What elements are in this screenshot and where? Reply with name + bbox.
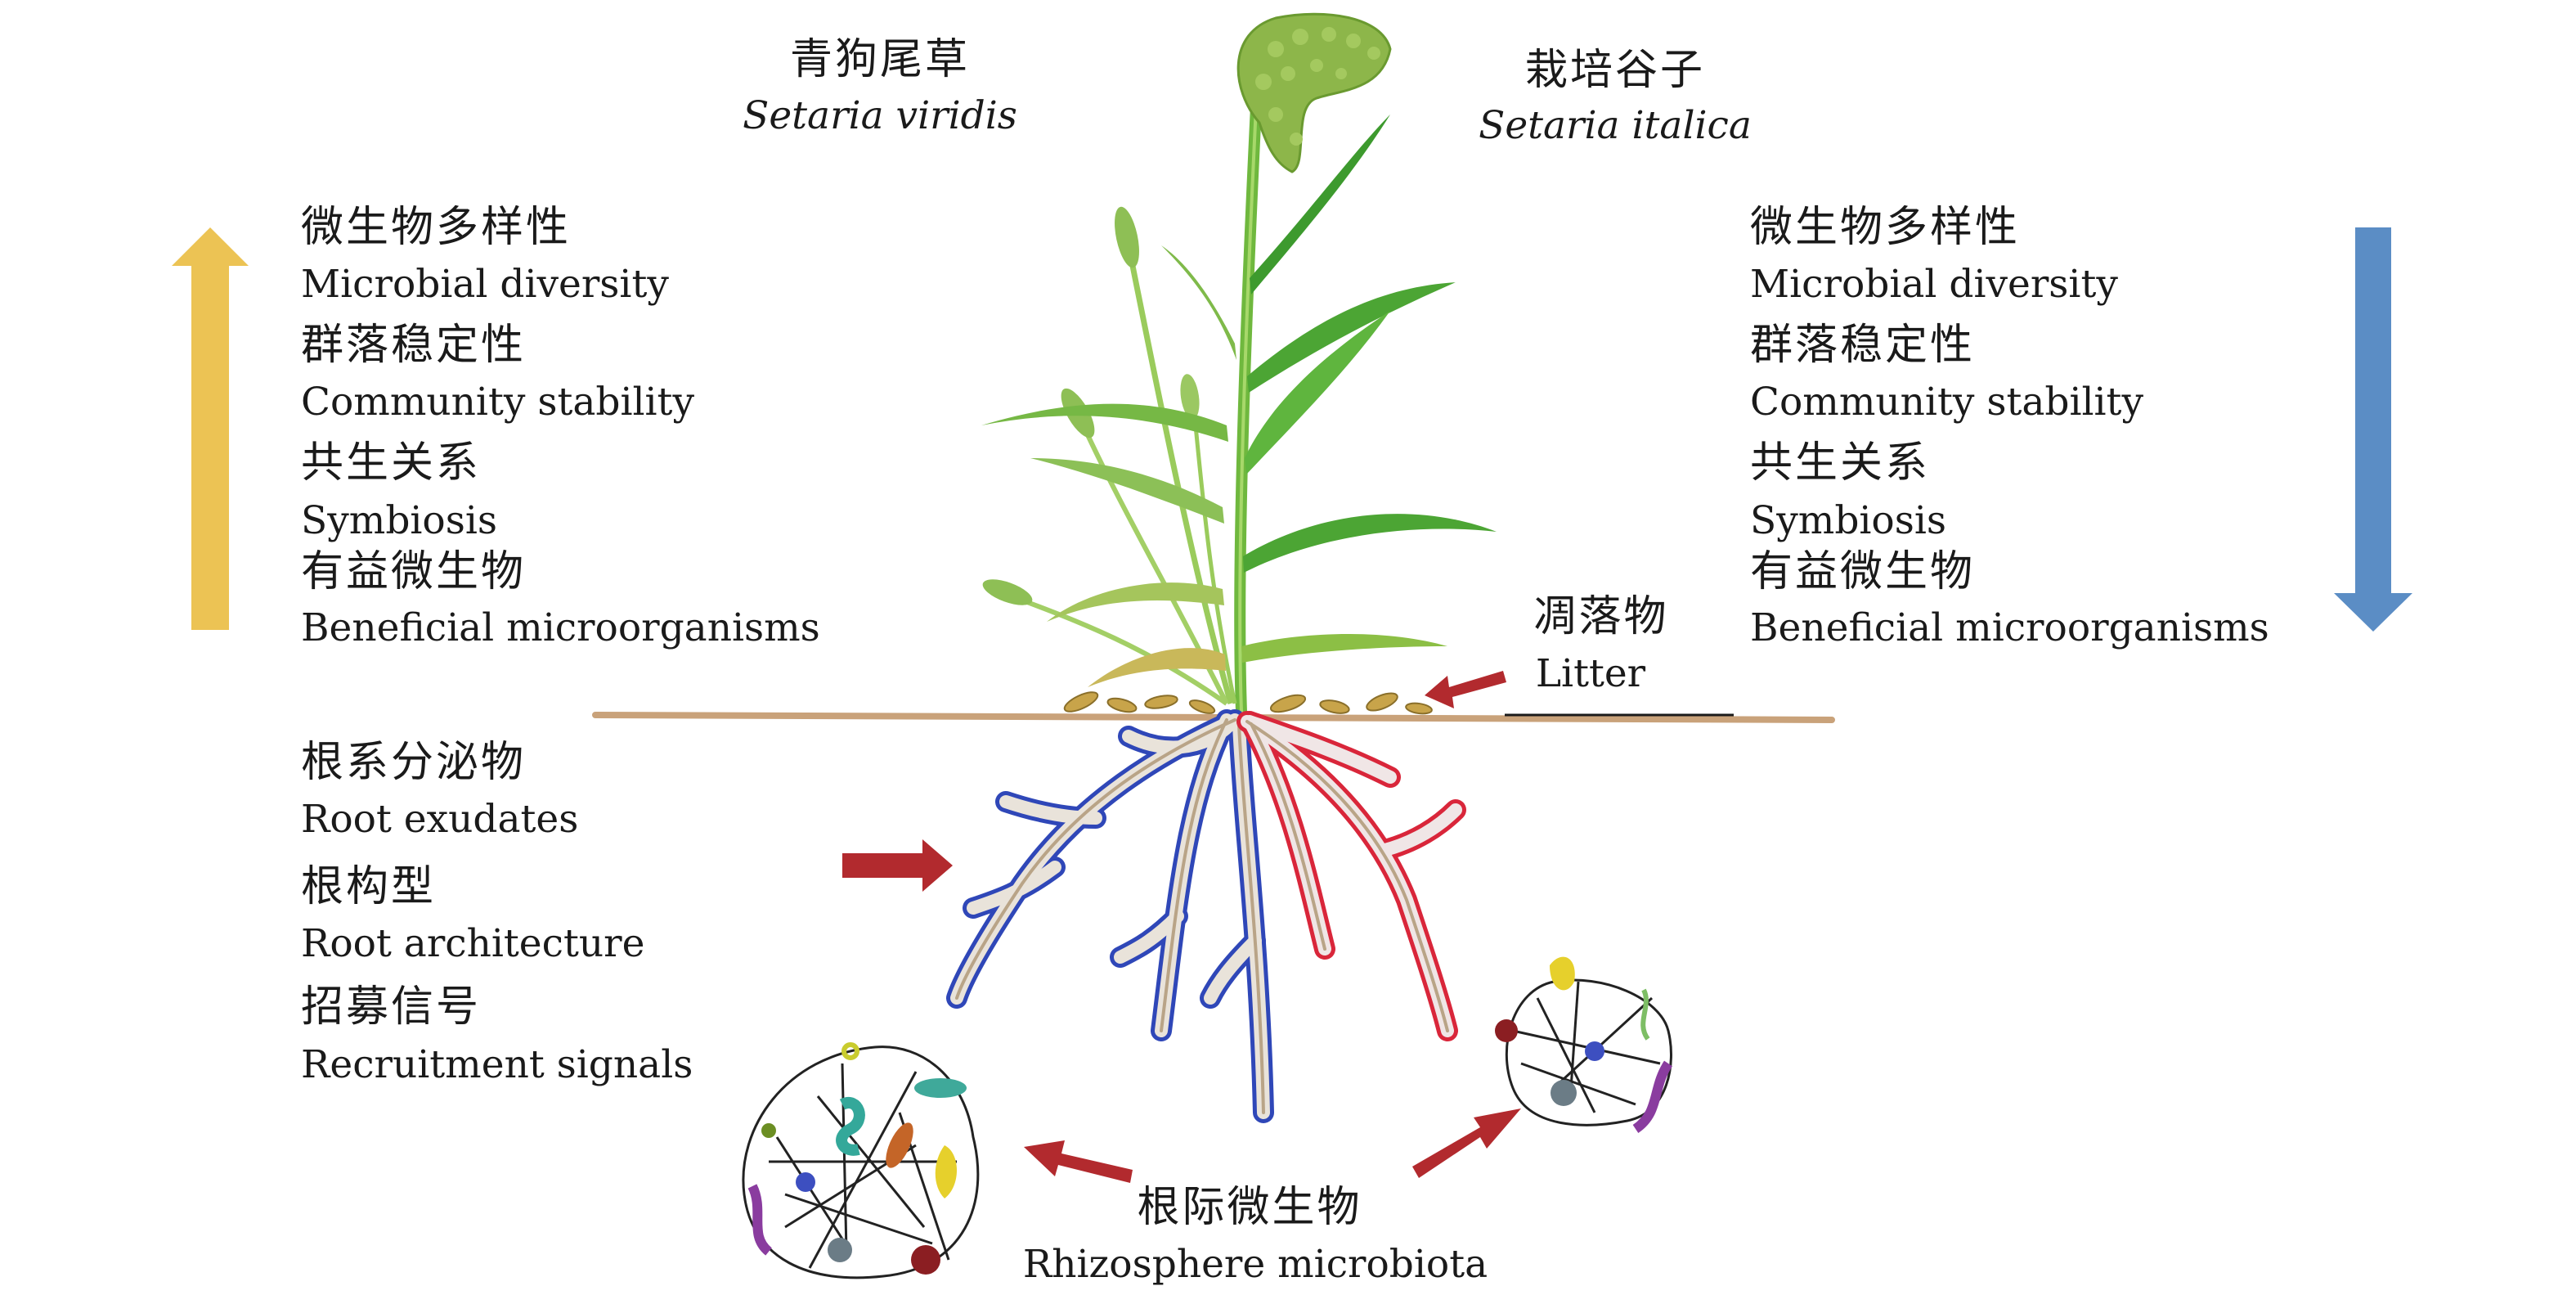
litter-pieces (1063, 691, 1433, 715)
root-factor-zh: 根构型 (301, 862, 437, 911)
litter-label-en: Litter (1535, 651, 1646, 696)
pointer-arrows (842, 671, 1521, 1183)
right-trait-zh: 有益微生物 (1750, 547, 1976, 596)
increase-arrow (172, 227, 249, 630)
cultivated-microbial-network (1495, 956, 1673, 1133)
cultivated-species-name-latin: Setaria italica (1479, 103, 1752, 148)
rhizosphere-left-arrow (1024, 1140, 1133, 1183)
root-factor-en: Root exudates (301, 797, 579, 842)
root-factors-arrow (842, 839, 953, 892)
wild-species-name-latin: Setaria viridis (743, 93, 1017, 138)
left-trait-en: Microbial diversity (301, 262, 669, 307)
decrease-arrow (2334, 227, 2412, 632)
left-trait-zh: 共生关系 (301, 438, 482, 488)
right-trait-en: Symbiosis (1750, 498, 1947, 543)
left-trait-zh: 微生物多样性 (301, 203, 572, 252)
root-factor-en: Recruitment signals (301, 1042, 693, 1087)
left-trait-zh: 有益微生物 (301, 547, 527, 596)
left-trait-en: Beneficial microorganisms (301, 605, 820, 650)
rhizosphere-label-en: Rhizosphere microbiota (1022, 1242, 1488, 1287)
wild-microbial-network (742, 1042, 980, 1279)
left-trait-en: Symbiosis (301, 498, 498, 543)
right-trait-en: Beneficial microorganisms (1750, 605, 2269, 650)
soil-surface-line (592, 712, 1835, 723)
root-factor-zh: 招募信号 (301, 982, 482, 1032)
litter-arrow (1425, 671, 1506, 708)
root-factor-en: Root architecture (301, 921, 645, 966)
wild-species-name-zh: 青狗尾草 (789, 35, 971, 84)
right-trait-zh: 共生关系 (1750, 438, 1931, 488)
root-factor-zh: 根系分泌物 (301, 738, 527, 787)
right-trait-en: Microbial diversity (1750, 262, 2118, 307)
left-trait-en: Community stability (301, 380, 694, 425)
litter-label-zh: 凋落物 (1533, 592, 1669, 641)
right-trait-en: Community stability (1750, 380, 2143, 425)
right-trait-zh: 群落稳定性 (1750, 321, 1976, 370)
cultivated-species-name-zh: 栽培谷子 (1524, 46, 1706, 95)
right-trait-zh: 微生物多样性 (1750, 203, 2021, 252)
root-system-illustration (946, 709, 1466, 1123)
rhizosphere-label-zh: 根际微生物 (1137, 1183, 1362, 1232)
rhizosphere-right-arrow (1412, 1108, 1521, 1178)
left-trait-zh: 群落稳定性 (301, 321, 527, 370)
setaria-plant-illustration (981, 12, 1497, 713)
